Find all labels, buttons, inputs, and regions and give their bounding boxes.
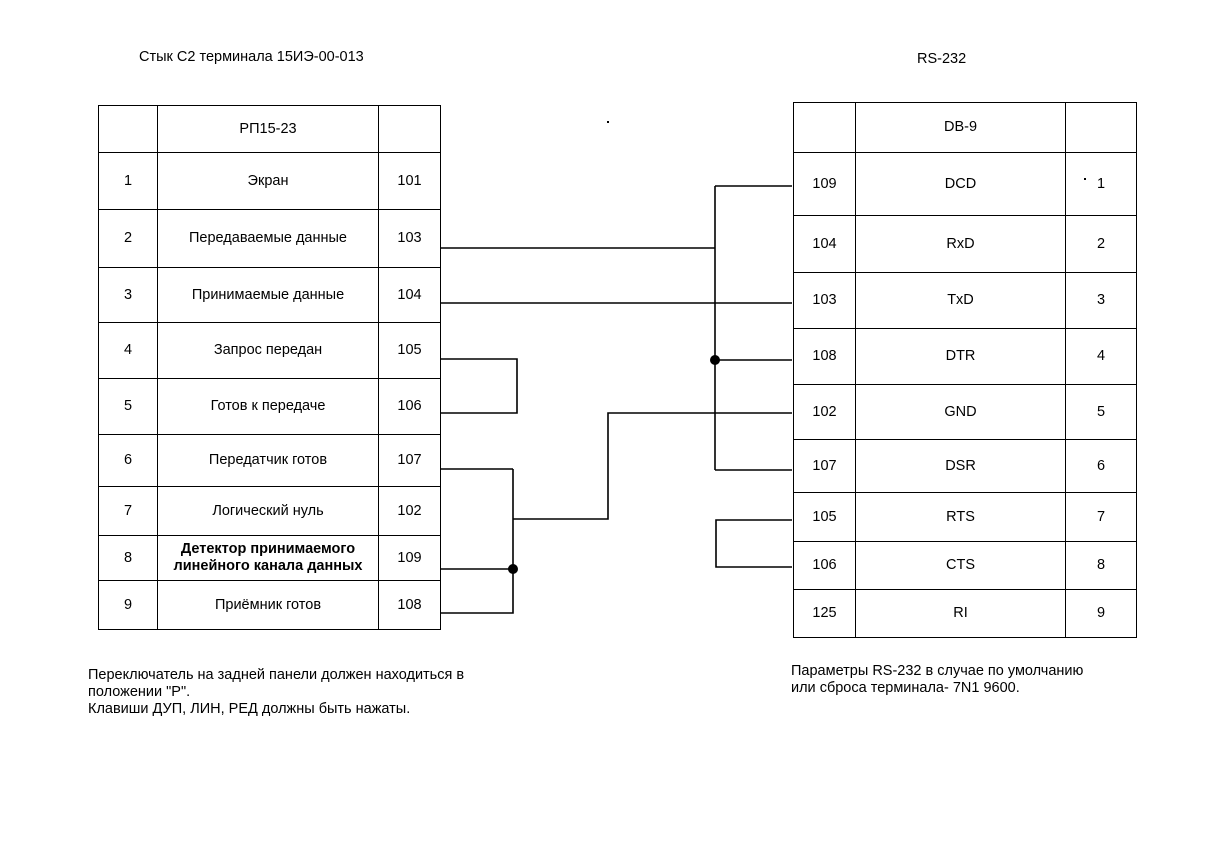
table-row: 108 DTR 4 bbox=[793, 328, 1137, 385]
left-note: Переключатель на задней панели должен на… bbox=[88, 667, 465, 717]
left-pin-8: 8 bbox=[98, 535, 158, 581]
table-row: 107 DSR 6 bbox=[793, 439, 1137, 493]
table-header-row: РП15-23 bbox=[98, 105, 441, 153]
ink-speck-artifact bbox=[1084, 178, 1086, 180]
junction-dot-dtr bbox=[710, 355, 720, 365]
left-circuit-6: 107 bbox=[378, 434, 441, 487]
left-diagram-title: Стык С2 терминала 15ИЭ-00-013 bbox=[139, 49, 364, 65]
table-row: 106 CTS 8 bbox=[793, 541, 1137, 590]
right-header-pin bbox=[1065, 102, 1137, 153]
junction-dot-109 bbox=[508, 564, 518, 574]
wire-rts-cts-bracket bbox=[715, 519, 792, 568]
right-signal-6: DSR bbox=[855, 439, 1066, 493]
left-signal-4: Запрос передан bbox=[157, 322, 379, 379]
right-pin-5: 5 bbox=[1065, 384, 1137, 440]
wire-gnd-route bbox=[513, 412, 792, 520]
left-signal-9: Приёмник готов bbox=[157, 580, 379, 630]
right-pinout-table: DB-9 109 DCD 1 104 RxD 2 103 TxD 3 108 D… bbox=[793, 102, 1137, 638]
left-signal-8: Детектор принимаемого линейного канала д… bbox=[157, 535, 379, 581]
table-row: 109 DCD 1 bbox=[793, 152, 1137, 216]
left-header-pin bbox=[98, 105, 158, 153]
right-circuit-5: 102 bbox=[793, 384, 856, 440]
left-pin-1: 1 bbox=[98, 152, 158, 210]
right-pin-8: 8 bbox=[1065, 541, 1137, 590]
right-pin-9: 9 bbox=[1065, 589, 1137, 638]
right-header-connector: DB-9 bbox=[855, 102, 1066, 153]
left-circuit-3: 104 bbox=[378, 267, 441, 323]
right-pin-3: 3 bbox=[1065, 272, 1137, 329]
left-circuit-1: 101 bbox=[378, 152, 441, 210]
right-pin-2: 2 bbox=[1065, 215, 1137, 273]
left-circuit-4: 105 bbox=[378, 322, 441, 379]
left-signal-6: Передатчик готов bbox=[157, 434, 379, 487]
right-pin-4: 4 bbox=[1065, 328, 1137, 385]
left-signal-5: Готов к передаче bbox=[157, 378, 379, 435]
table-row: 3 Принимаемые данные 104 bbox=[98, 267, 441, 323]
left-signal-2: Передаваемые данные bbox=[157, 209, 379, 268]
left-header-circuit bbox=[378, 105, 441, 153]
table-row: 105 RTS 7 bbox=[793, 492, 1137, 542]
table-header-row: DB-9 bbox=[793, 102, 1137, 153]
table-row: 2 Передаваемые данные 103 bbox=[98, 209, 441, 268]
left-pin-6: 6 bbox=[98, 434, 158, 487]
right-signal-9: RI bbox=[855, 589, 1066, 638]
right-pin-7: 7 bbox=[1065, 492, 1137, 542]
right-circuit-8: 106 bbox=[793, 541, 856, 590]
right-signal-8: CTS bbox=[855, 541, 1066, 590]
right-circuit-3: 103 bbox=[793, 272, 856, 329]
left-circuit-5: 106 bbox=[378, 378, 441, 435]
table-row: 104 RxD 2 bbox=[793, 215, 1137, 273]
right-signal-7: RTS bbox=[855, 492, 1066, 542]
left-pin-9: 9 bbox=[98, 580, 158, 630]
wire-105-106-bracket bbox=[440, 358, 518, 414]
right-signal-2: RxD bbox=[855, 215, 1066, 273]
left-pinout-table: РП15-23 1 Экран 101 2 Передаваемые данны… bbox=[98, 105, 441, 630]
table-row: 8 Детектор принимаемого линейного канала… bbox=[98, 535, 441, 581]
table-row: 1 Экран 101 bbox=[98, 152, 441, 210]
table-row: 9 Приёмник готов 108 bbox=[98, 580, 441, 630]
left-signal-3: Принимаемые данные bbox=[157, 267, 379, 323]
right-signal-5: GND bbox=[855, 384, 1066, 440]
right-note: Параметры RS-232 в случае по умолчанию и… bbox=[791, 663, 1084, 696]
left-pin-2: 2 bbox=[98, 209, 158, 268]
table-row: 102 GND 5 bbox=[793, 384, 1137, 440]
left-pin-4: 4 bbox=[98, 322, 158, 379]
left-circuit-7: 102 bbox=[378, 486, 441, 536]
right-circuit-2: 104 bbox=[793, 215, 856, 273]
right-diagram-title: RS-232 bbox=[917, 51, 967, 67]
left-signal-1: Экран bbox=[157, 152, 379, 210]
table-row: 5 Готов к передаче 106 bbox=[98, 378, 441, 435]
right-circuit-7: 105 bbox=[793, 492, 856, 542]
left-circuit-9: 108 bbox=[378, 580, 441, 630]
wire-left-lower-trunk bbox=[440, 469, 514, 614]
right-header-circuit bbox=[793, 102, 856, 153]
ink-speck-artifact-center bbox=[607, 121, 609, 123]
right-pin-6: 6 bbox=[1065, 439, 1137, 493]
table-row: 6 Передатчик готов 107 bbox=[98, 434, 441, 487]
left-header-connector: РП15-23 bbox=[157, 105, 379, 153]
left-circuit-2: 103 bbox=[378, 209, 441, 268]
right-circuit-1: 109 bbox=[793, 152, 856, 216]
table-row: 125 RI 9 bbox=[793, 589, 1137, 638]
right-signal-4: DTR bbox=[855, 328, 1066, 385]
left-pin-5: 5 bbox=[98, 378, 158, 435]
table-row: 4 Запрос передан 105 bbox=[98, 322, 441, 379]
right-signal-1: DCD bbox=[855, 152, 1066, 216]
right-circuit-4: 108 bbox=[793, 328, 856, 385]
